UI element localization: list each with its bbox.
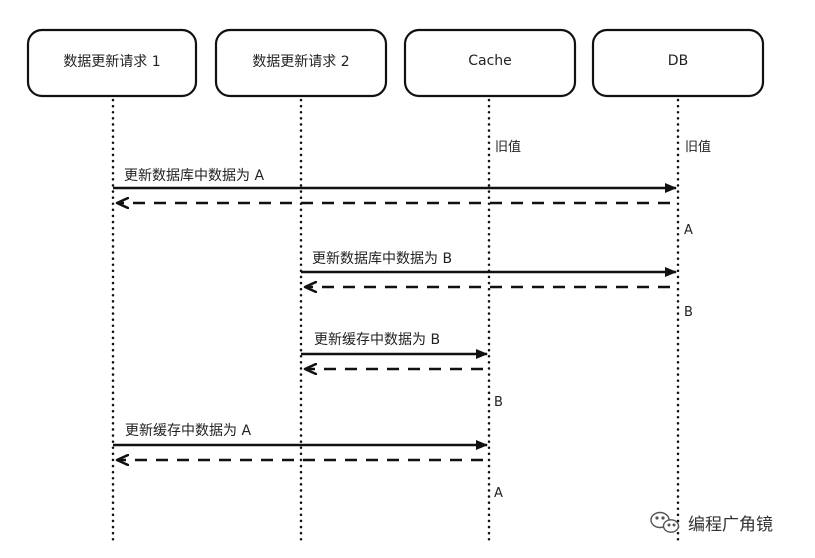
- watermark: 编程广角镜: [650, 511, 773, 535]
- cache-value-after-1: B: [494, 395, 503, 410]
- participant-cache: Cache: [403, 28, 577, 98]
- participant-request-2: 数据更新请求 2: [214, 28, 388, 98]
- message-3-label: 更新缓存中数据为 B: [314, 332, 440, 348]
- message-2-label: 更新数据库中数据为 B: [312, 251, 452, 267]
- cache-initial-value: 旧值: [495, 139, 521, 155]
- message-1-label: 更新数据库中数据为 A: [124, 168, 264, 184]
- db-initial-value: 旧值: [685, 139, 711, 155]
- participant-request-1: 数据更新请求 1: [26, 28, 198, 98]
- cache-value-after-2: A: [494, 486, 503, 501]
- participant-db: DB: [591, 28, 765, 98]
- db-value-after-2: B: [684, 305, 693, 320]
- participant-db-label: DB: [668, 53, 688, 69]
- wechat-icon: [650, 511, 680, 533]
- participant-request-1-label: 数据更新请求 1: [63, 54, 160, 70]
- participant-cache-label: Cache: [468, 53, 512, 69]
- watermark-text: 编程广角镜: [688, 515, 773, 535]
- db-value-after-1: A: [684, 223, 693, 238]
- message-4-label: 更新缓存中数据为 A: [125, 423, 251, 439]
- participant-request-2-label: 数据更新请求 2: [252, 54, 349, 70]
